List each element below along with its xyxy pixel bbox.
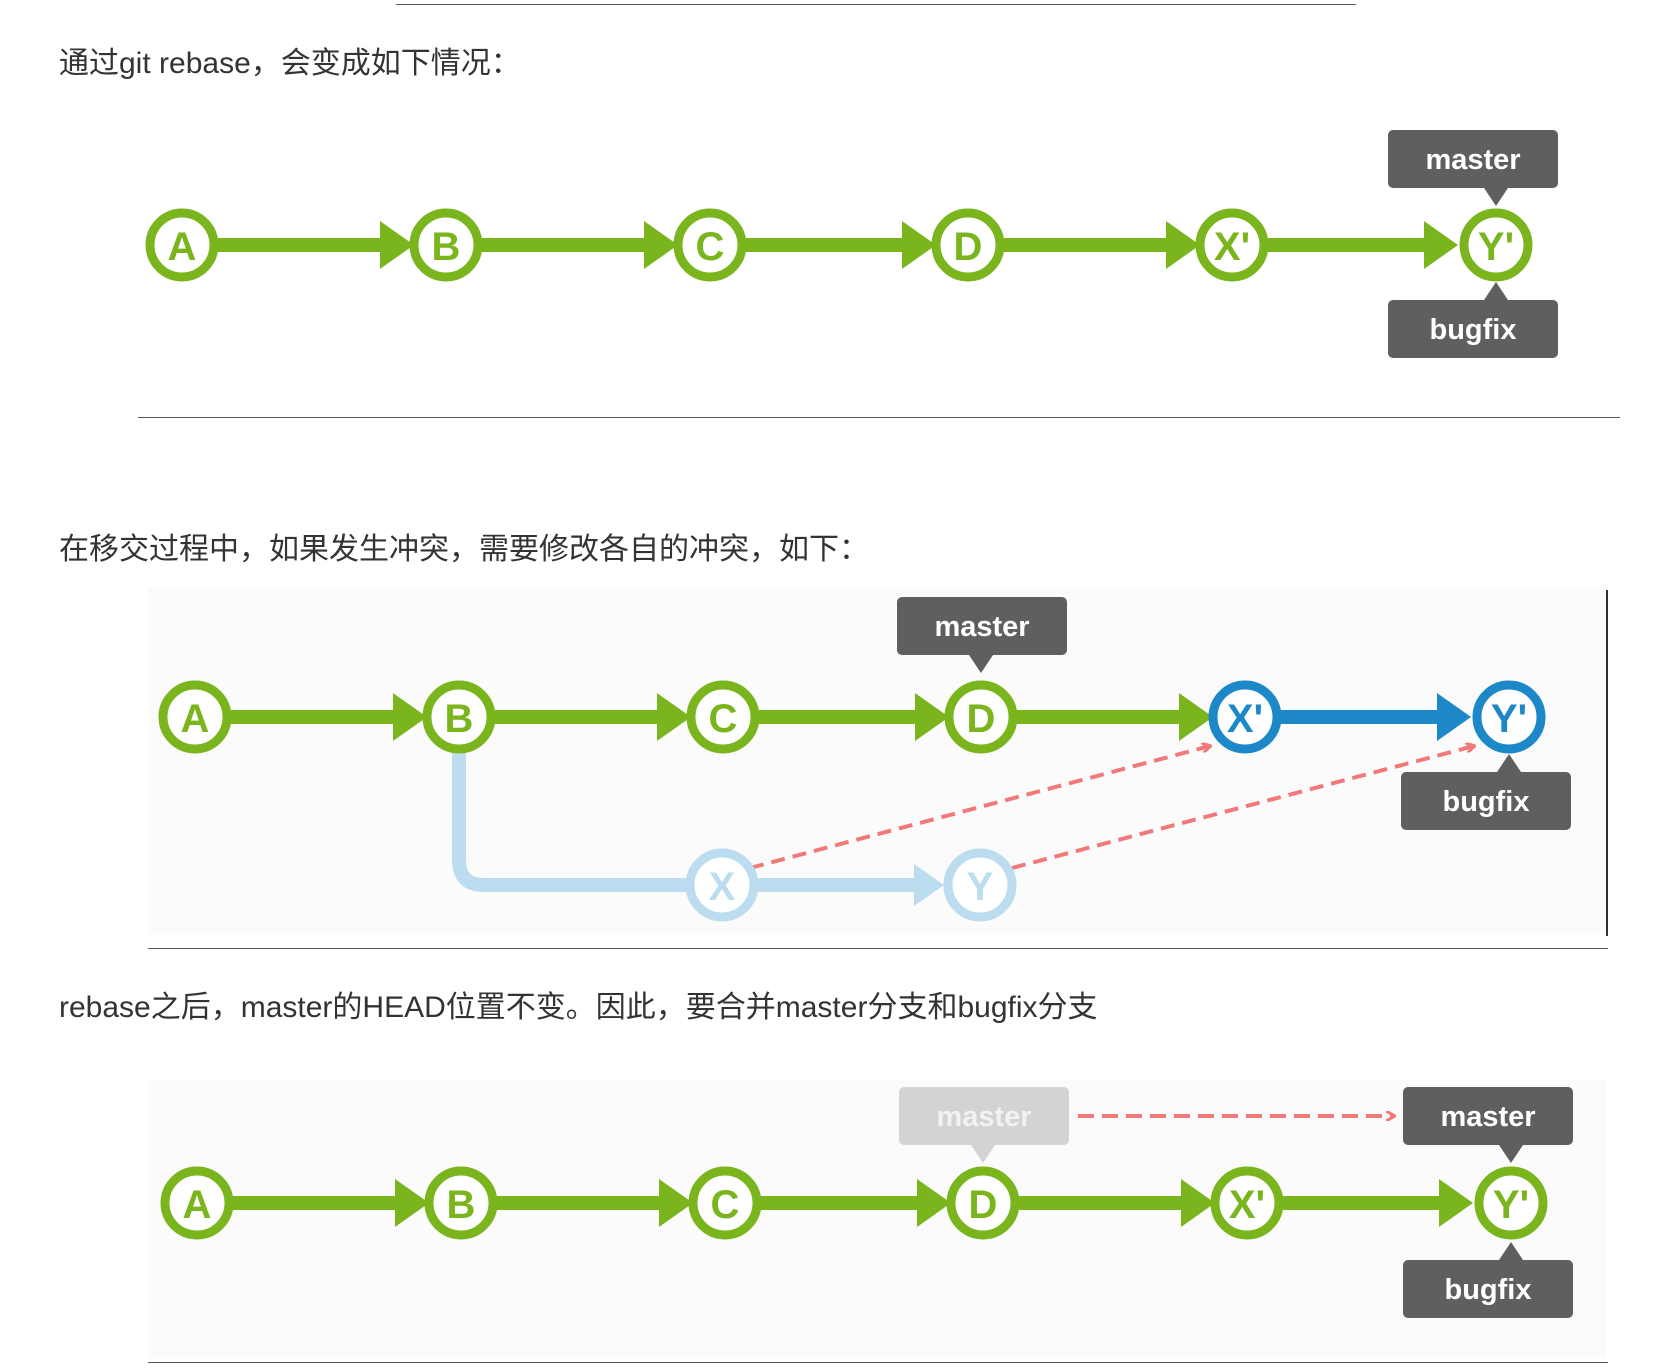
commit-Y-old: Y: [943, 848, 1017, 922]
commit-label: B: [445, 697, 474, 741]
commit-label: Y': [1478, 225, 1514, 269]
commit-X-prime: X': [1210, 1166, 1284, 1240]
commit-label: X': [1229, 1183, 1265, 1227]
diagram-1-rebased: A B C D X' Y' master: [145, 130, 1558, 358]
d3-background: [148, 1080, 1606, 1358]
commit-label: A: [168, 225, 197, 269]
tag-bugfix: bugfix: [1388, 282, 1558, 358]
commit-label: Y': [1491, 697, 1527, 741]
commit-label: C: [709, 697, 738, 741]
diagram-2-conflict: A B C D X' Y' X Y: [148, 588, 1606, 934]
tag-master: master: [897, 597, 1067, 673]
tag-master-old: master: [899, 1087, 1069, 1163]
commit-label: X': [1214, 225, 1250, 269]
commit-label: D: [969, 1183, 998, 1227]
tag-label: bugfix: [1443, 786, 1530, 818]
tag-label: bugfix: [1445, 1274, 1532, 1306]
commit-label: Y: [967, 865, 994, 909]
d2-background: [148, 588, 1606, 934]
commit-X-prime: X': [1208, 680, 1282, 754]
commit-label: D: [967, 697, 996, 741]
paragraph-conflict: 在移交过程中，如果发生冲突，需要修改各自的冲突，如下：: [59, 533, 869, 566]
top-divider: [396, 4, 1356, 5]
commit-label: A: [181, 697, 210, 741]
tag-label: master: [1425, 144, 1520, 176]
d2-old-branch: [452, 748, 944, 906]
commit-label: D: [954, 225, 983, 269]
commit-Y-prime: Y': [1459, 208, 1533, 282]
commit-A: A: [160, 1166, 234, 1240]
paragraph-merge: rebase之后，master的HEAD位置不变。因此，要合并master分支和…: [59, 991, 1098, 1024]
d2-rebase-arrows: [749, 746, 1474, 870]
divider-3: [148, 1362, 1608, 1363]
commit-B: B: [422, 680, 496, 754]
tag-label: bugfix: [1430, 314, 1517, 346]
diagram-3-merge: A B C D X' Y' master: [148, 1080, 1606, 1358]
commit-label: A: [183, 1183, 212, 1227]
commit-A: A: [145, 208, 219, 282]
commit-D: D: [946, 1166, 1020, 1240]
d3-edges: [229, 1179, 1473, 1227]
tag-master: master: [1403, 1087, 1573, 1163]
tag-label: master: [1440, 1101, 1535, 1133]
tag-bugfix: bugfix: [1403, 1242, 1573, 1318]
commit-label: Y': [1493, 1183, 1529, 1227]
d2-blue-edge: [1277, 693, 1471, 741]
commit-label: X: [709, 865, 736, 909]
paragraph-rebase-intro: 通过git rebase，会变成如下情况：: [59, 47, 521, 80]
vertical-divider: [1606, 590, 1608, 936]
divider-1: [138, 417, 1620, 418]
commit-label: B: [432, 225, 461, 269]
d1-edges: [214, 221, 1458, 269]
commit-X-prime: X': [1195, 208, 1269, 282]
commit-C: C: [686, 680, 760, 754]
commit-C: C: [673, 208, 747, 282]
commit-X-old: X: [685, 848, 759, 922]
tag-master: master: [1388, 130, 1558, 206]
commit-label: B: [447, 1183, 476, 1227]
d2-edges: [227, 693, 1213, 741]
tag-label: master: [934, 611, 1029, 643]
commit-Y-prime: Y': [1472, 680, 1546, 754]
commit-label: X': [1227, 697, 1263, 741]
divider-2: [148, 948, 1608, 949]
commit-B: B: [424, 1166, 498, 1240]
commit-B: B: [409, 208, 483, 282]
commit-label: C: [696, 225, 725, 269]
commit-D: D: [944, 680, 1018, 754]
tag-bugfix: bugfix: [1401, 754, 1571, 830]
commit-Y-prime: Y': [1474, 1166, 1548, 1240]
commit-label: C: [711, 1183, 740, 1227]
tag-label: master: [936, 1101, 1031, 1133]
commit-C: C: [688, 1166, 762, 1240]
commit-A: A: [158, 680, 232, 754]
commit-D: D: [931, 208, 1005, 282]
